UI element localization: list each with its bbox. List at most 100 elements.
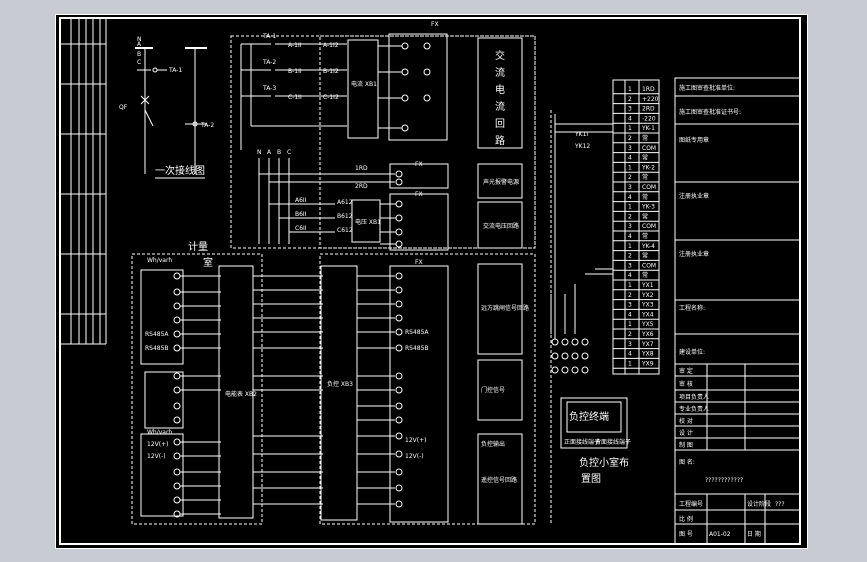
func-box-2-label: 门控信号 [481, 386, 505, 394]
terminal-row-number: 2 [628, 96, 632, 103]
xb3-wires [357, 275, 395, 505]
terminal-table-frame [612, 79, 660, 375]
terminal-row-number: 1 [628, 125, 632, 132]
meter-box-1 [140, 269, 184, 365]
side-yk11: YK1I [574, 131, 588, 138]
control-block-xb3-label: 负控 XB3 [327, 380, 353, 388]
voltage-title-box [477, 201, 523, 249]
bus-label-b: B [137, 51, 141, 58]
voltage-block-label: 电压 XB1 [355, 218, 381, 226]
terminal-row-label: YX3 [641, 302, 654, 309]
ct-b-out: B-1I2 [323, 68, 339, 75]
terminal-row-number: 2 [628, 292, 632, 299]
terminal-row-label: 常 [642, 271, 648, 279]
load-control-outer [560, 397, 628, 449]
voltage-title: 交流电压回路 [483, 222, 519, 230]
title-block [674, 77, 801, 545]
terminal-row-label: YK-1 [641, 125, 655, 132]
wh-label-1: Wh/varh [147, 257, 172, 264]
load-control-title: 负控终端 [569, 410, 609, 423]
pt-c-out: C612 [337, 227, 353, 234]
wh-label-2: Wh/varh [147, 429, 172, 436]
terminal-row-label: 常 [642, 193, 648, 201]
terminal-row-label: YX1 [641, 282, 654, 289]
sound-title: 声光报警电源 [483, 178, 519, 186]
metering-title: 计量 [188, 240, 208, 253]
abc-c: C [287, 149, 291, 156]
bus-label-a: A [137, 41, 142, 48]
terminal-table-rows: 1RD1+22022RD3-2204YK-11常2COM3常4YK-21常2CO… [613, 86, 659, 369]
fx-label-2: FX [415, 161, 423, 168]
sound-alarm-box [477, 163, 523, 199]
load-control-inner [566, 401, 622, 433]
func-box-1 [477, 263, 523, 355]
meter-block-xb2 [218, 265, 254, 519]
func-box-3-title: 负控输出 [481, 440, 505, 448]
bus-label-c: C [137, 59, 141, 66]
terminal-row-label: 常 [642, 134, 648, 142]
voltage-terminal-box [389, 193, 449, 251]
terminal-row-number: 4 [628, 311, 632, 318]
terminal-row-number: 3 [628, 106, 632, 113]
meter-block-xb2-label: 电能表 XB2 [225, 390, 257, 398]
abc-b: B [277, 149, 281, 156]
load-control-left: 正面接线端子 [564, 438, 600, 446]
title-block-role: 项目负责人 [679, 393, 709, 401]
func-box-3-label: 遥控信号回路 [481, 476, 517, 484]
terminal-row-number: 3 [628, 184, 632, 191]
load-control-right: 背面接线端子 [595, 438, 631, 446]
terminal-row-number: 4 [628, 233, 632, 240]
terminal-row-number: 1 [628, 360, 632, 367]
control-terminals [395, 272, 403, 508]
terminal-row-label: YK-2 [641, 164, 655, 171]
control-block-xb3 [320, 265, 358, 521]
terminal-row-number: 1 [628, 282, 632, 289]
current-circuit: TA-1 TA-2 TA-3 A-1II B-1II C-1II A-1I2 B… [240, 21, 523, 150]
terminal-row-number: 2 [628, 213, 632, 220]
primary-wiring-title: 一次接线图 [155, 164, 205, 177]
terminal-row-number: 3 [628, 223, 632, 230]
terminal-row-label: -220 [642, 115, 656, 122]
terminal-row-number: 4 [628, 194, 632, 201]
ac-current-title-char5: 回 [495, 118, 505, 130]
tb-drawing-name: ???????????? [705, 477, 743, 484]
ac-current-title-char1: 交 [495, 49, 505, 62]
terminal-row-number: 2 [628, 135, 632, 142]
side-yk12: YK12 [574, 143, 590, 150]
load-control-caption: 负控小室布 [579, 456, 629, 469]
title-block-role: 制 图 [679, 441, 693, 449]
func-box-1-label: 远方跳闸信号回路 [481, 304, 529, 312]
tb-reg-stamp-2: 注册执业章 [679, 250, 709, 258]
tb-approval-cert: 施工图审查批准证书号: [679, 108, 741, 116]
pt-a: A6II [295, 197, 307, 204]
fx-label-3: FX [415, 191, 423, 198]
pt-c: C6II [295, 225, 307, 232]
terminal-row-label: +220 [642, 96, 659, 103]
terminal-row-label: YX7 [641, 341, 654, 348]
control-terminal-box [389, 265, 449, 523]
ct-label-right: TA-2 [200, 122, 214, 129]
terminal-row-label: COM [642, 184, 656, 191]
fuse-terminal-box [389, 163, 449, 189]
terminal-row-label: COM [642, 145, 656, 152]
voltage-circuit: N A B C 1RD 2RD FX A6II B6II C6II A612 B… [257, 149, 523, 251]
terminal-row-label: 常 [642, 252, 648, 260]
metering-title-2: 室 [203, 256, 213, 269]
tb-reg-stamp-1: 注册执业章 [679, 192, 709, 200]
terminal-row-number: 3 [628, 145, 632, 152]
meter-box-2 [140, 433, 184, 517]
func-box-3 [477, 433, 523, 525]
title-block-role: 设 计 [679, 429, 693, 437]
rs485b-right: RS485B [405, 345, 429, 352]
terminal-row-label: COM [642, 262, 656, 269]
load-control-terminal: 负控终端 正面接线端子 背面接线端子 负控小室布 置图 [560, 397, 631, 485]
terminal-row-label: YX2 [641, 292, 654, 299]
terminal-row-label: 2RD [642, 106, 655, 113]
v12-plus-right: 12V(+) [405, 437, 426, 444]
terminal-row-label: 1RD [642, 86, 655, 93]
title-block-frame [674, 77, 801, 545]
load-control-caption-2: 置图 [581, 473, 601, 485]
tb-date-label: 日 期 [747, 530, 761, 538]
current-terminals [378, 42, 431, 132]
fuse-2rd: 2RD [355, 183, 368, 190]
